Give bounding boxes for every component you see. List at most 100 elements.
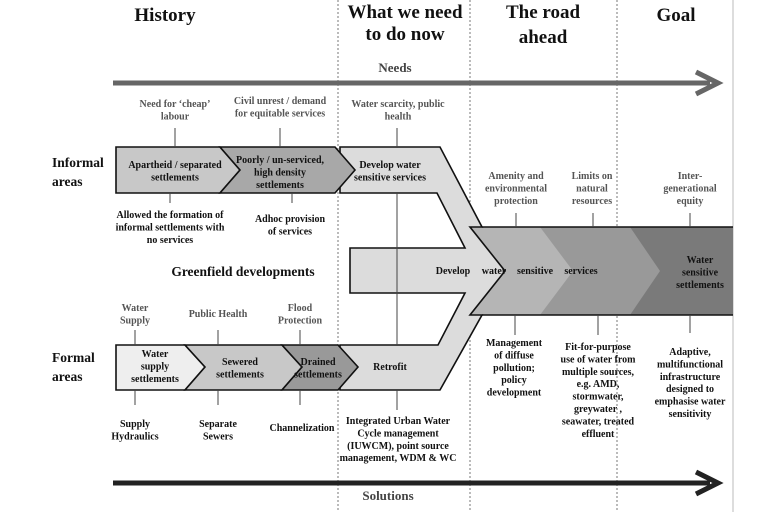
label-line: settlements [216, 369, 264, 380]
needs-label: Needs [378, 60, 411, 75]
label-line: Hydraulics [111, 431, 158, 442]
row-informal-1: Informal [52, 155, 104, 170]
label-line: resources [572, 196, 612, 207]
label-line: of services [268, 226, 312, 237]
heading-now-1: What we need [347, 2, 462, 23]
label-line: Apartheid / separated [128, 160, 222, 171]
label-line: Adhoc provision [255, 214, 326, 225]
label-line: management, WDM & WC [340, 453, 457, 464]
label-line: Civil unrest / demand [234, 96, 327, 107]
row-formal-2: areas [52, 369, 83, 384]
heading-road-1: The road [506, 2, 581, 23]
label-line: greywater , [574, 404, 622, 415]
label-poorly: Poorly / un-serviced,high density settlem… [236, 155, 325, 191]
label-line: no services [147, 235, 193, 246]
label-intergen: Inter-generational equity [663, 171, 717, 207]
label-line: Allowed the formation of [117, 210, 225, 221]
label-line: Amenity and [488, 171, 544, 182]
label-line: designed to [666, 384, 714, 395]
label-line: development [487, 388, 542, 399]
label-line: settlements [256, 180, 304, 191]
label-line: protection [494, 196, 538, 207]
solutions-label: Solutions [362, 488, 413, 503]
tick-lines [134, 128, 691, 410]
label-line: settlements [294, 369, 342, 380]
label-line: Channelization [269, 423, 334, 434]
label-line: generational [663, 183, 717, 194]
chevron-sensitive [470, 227, 573, 315]
label-line: Develop water [359, 160, 421, 171]
label-line: Water [122, 303, 149, 314]
needs-arrowhead-icon [694, 69, 724, 97]
develop-row-word: services [564, 266, 597, 277]
heading-now-2: to do now [365, 24, 444, 45]
label-line: high density [254, 167, 306, 178]
label-line: equity [677, 196, 704, 207]
label-line: Need for ‘cheap’ [140, 99, 211, 110]
develop-row-word: Develop [436, 266, 471, 277]
label-line: Limits on [572, 171, 613, 182]
label-line: settlements [676, 280, 724, 291]
develop-water-sensitive-band [339, 146, 507, 391]
label-line: Protection [278, 315, 323, 326]
label-line: e.g. AMD, [577, 379, 620, 390]
heading-history: History [134, 5, 196, 26]
label-line: Public Health [189, 309, 248, 320]
solutions-arrowhead-icon [694, 469, 724, 497]
label-line: Integrated Urban Water [346, 416, 451, 427]
label-line: sensitive services [354, 172, 426, 183]
develop-row-word: water [482, 266, 507, 277]
label-line: Poorly / un-serviced, [236, 155, 325, 166]
label-line: Supply [120, 315, 150, 326]
label-line: Inter- [678, 171, 703, 182]
label-line: informal settlements with [116, 222, 225, 233]
label-line: multiple sources, [562, 367, 635, 378]
label-line: pollution; [493, 363, 535, 374]
label-retrofit: Retrofit [373, 362, 407, 373]
label-line: effluent [582, 429, 615, 440]
row-informal-2: areas [52, 174, 83, 189]
label-line: health [385, 111, 412, 122]
label-line: Water [687, 255, 714, 266]
label-need-cheap: Need for ‘cheap’labour [140, 99, 211, 122]
label-line: Cycle management [357, 428, 439, 439]
label-line: Separate [199, 419, 237, 430]
label-line: seawater, treated [562, 416, 635, 427]
label-line: Sewers [203, 431, 233, 442]
label-line: Greenfield developments [171, 264, 314, 279]
label-line: Drained [301, 357, 336, 368]
label-public-health: Public Health [189, 309, 248, 320]
label-line: environmental [485, 183, 547, 194]
row-formal-1: Formal [52, 350, 95, 365]
heading-goal: Goal [656, 5, 695, 26]
label-line: Flood [288, 303, 313, 314]
label-line: Fit-for-purpose [565, 342, 631, 353]
label-line: infrastructure [660, 372, 721, 383]
label-line: Retrofit [373, 362, 407, 373]
label-line: Adaptive, [669, 347, 711, 358]
label-line: labour [161, 111, 190, 122]
label-line: (IUWCM), point source [347, 441, 449, 452]
label-line: sensitive [682, 267, 719, 278]
label-line: sensitivity [669, 409, 712, 420]
label-line: Supply [120, 419, 150, 430]
label-line: use of water from [561, 354, 637, 365]
label-line: settlements [131, 374, 179, 385]
